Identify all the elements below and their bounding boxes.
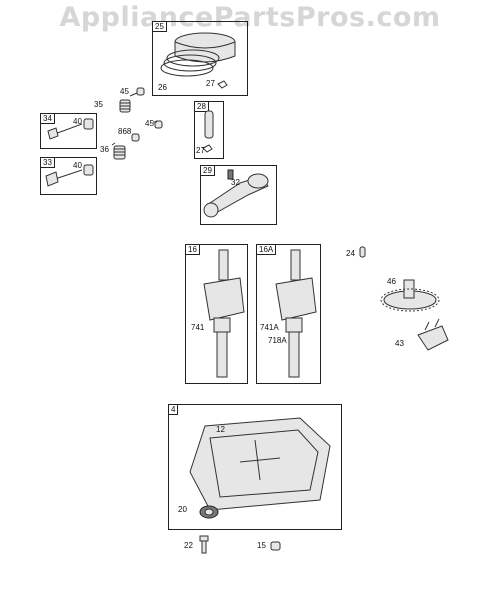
piston-pin-drawing [202,110,214,153]
box-exhaust-valve-tag: 33 [41,158,55,168]
box-connecting-rod[interactable]: 29 [200,165,277,225]
label-45-bottom: 45 [145,119,154,128]
box-piston-pin-tag: 28 [195,102,209,112]
box-connecting-rod-tag: 29 [201,166,215,176]
intake-valve-drawing [47,118,94,140]
label-12: 12 [216,425,225,434]
box-piston-tag: 25 [153,22,167,32]
pin-24-drawing [359,246,366,258]
box-intake-valve[interactable]: 34 [40,113,97,149]
box-crankshaft-b[interactable]: 16A [256,244,321,384]
connecting-rod-drawing [203,169,269,218]
label-27-piston-box: 27 [206,79,215,88]
box-crankshaft-b-tag: 16A [257,245,277,255]
crankshaft-b-drawing [275,249,317,378]
piston-drawing [160,32,236,89]
box-intake-valve-tag: 34 [41,114,55,124]
label-46: 46 [387,277,396,286]
bolt-22-drawing [199,535,209,554]
box-crankshaft-a[interactable]: 16 [185,244,248,384]
valve-spring-bottom [113,120,163,160]
box-sump-tag: 4 [169,405,179,415]
box-crankshaft-a-tag: 16 [186,245,200,255]
plug-15-drawing [270,541,281,551]
label-40-exhaust: 40 [73,161,82,170]
valve-spring-top [119,87,145,113]
box-piston-pin[interactable]: 28 [194,101,224,159]
watermark-text: AppliancePartsPros.com [59,2,441,33]
label-24: 24 [346,249,355,258]
sump-drawing [189,417,331,519]
label-36: 36 [100,145,109,154]
cam-gear-drawing [380,279,440,312]
label-718A: 718A [268,336,287,345]
label-741A: 741A [260,323,279,332]
governor-drawing [417,318,449,351]
label-43: 43 [395,339,404,348]
label-32: 32 [231,178,240,187]
box-piston[interactable]: 25 [152,21,248,96]
label-40-intake: 40 [73,117,82,126]
label-35: 35 [94,100,103,109]
label-15: 15 [257,541,266,550]
box-sump[interactable]: 4 [168,404,342,530]
box-exhaust-valve[interactable]: 33 [40,157,97,195]
label-20: 20 [178,505,187,514]
label-27-pin-box: 27 [196,146,205,155]
label-868: 868 [118,127,132,136]
crankshaft-a-drawing [203,249,245,378]
label-741: 741 [191,323,205,332]
label-45-top: 45 [120,87,129,96]
label-26: 26 [158,83,167,92]
exhaust-valve-drawing [45,164,94,187]
label-22: 22 [184,541,193,550]
